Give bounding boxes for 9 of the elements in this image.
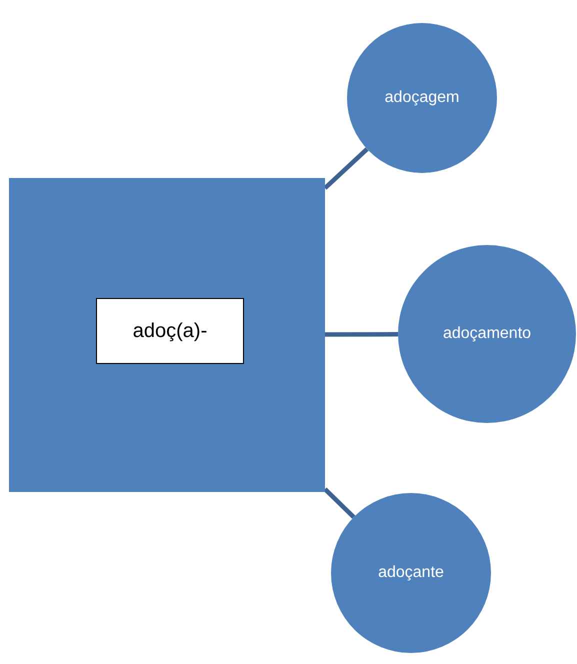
- word-label: adoçamento: [442, 325, 532, 343]
- root-label: adoç(a)-: [132, 320, 208, 342]
- connector-line: [325, 332, 398, 337]
- label-box: [96, 298, 244, 364]
- word-label: adoçagem: [384, 89, 460, 107]
- square-shape: [9, 178, 325, 492]
- word-label: adoçante: [378, 564, 444, 582]
- connector-line: [323, 147, 369, 190]
- connector-line: [323, 488, 356, 519]
